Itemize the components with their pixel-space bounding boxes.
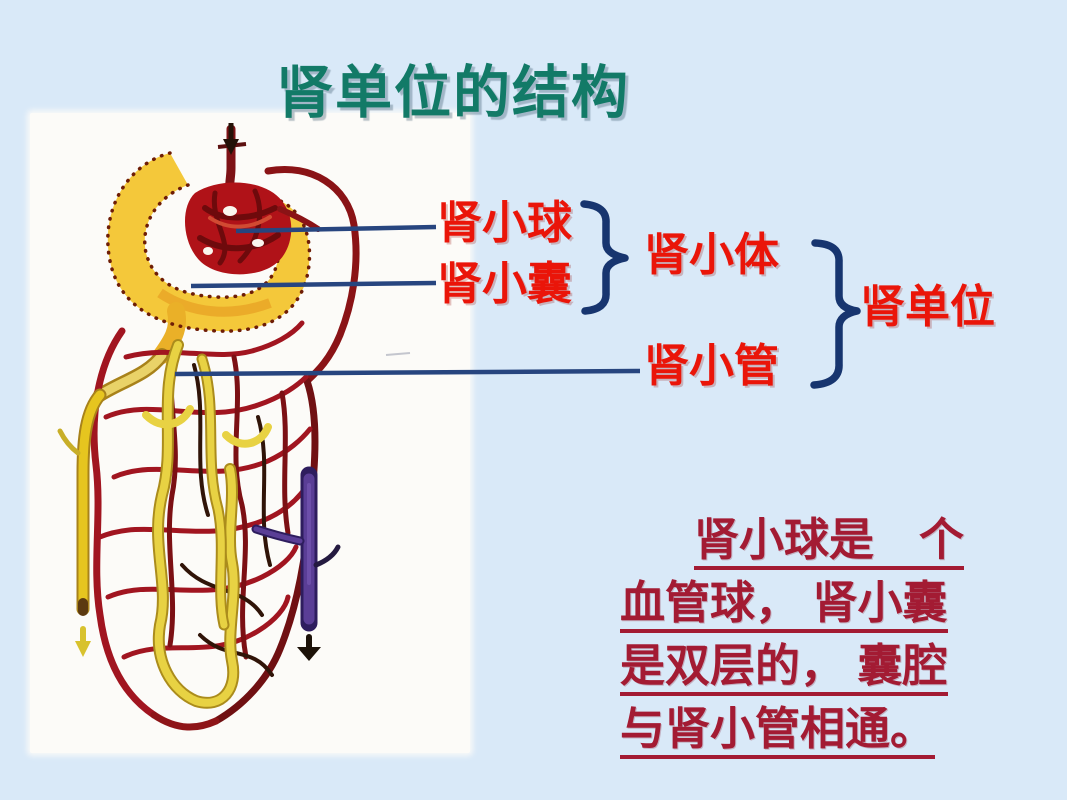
note-line-2: 血管球， 肾小囊 — [620, 580, 948, 633]
brace-corpuscle-icon — [580, 200, 629, 315]
label-corpuscle: 肾小体 — [644, 229, 780, 280]
down-arrow-icon — [223, 139, 239, 155]
faint-dash — [385, 352, 411, 356]
nephron-illustration — [57, 123, 411, 731]
page-title: 肾单位的结构 — [276, 61, 630, 125]
diagram-panel — [30, 113, 470, 753]
label-tubule: 肾小管 — [644, 340, 780, 391]
label-glomerulus: 肾小球 — [437, 197, 573, 248]
glomerulus-ball-icon — [184, 182, 292, 275]
label-nephron: 肾单位 — [860, 281, 996, 332]
collecting-duct-icon — [57, 388, 107, 657]
note-line-3: 是双层的， 囊腔 — [620, 643, 948, 696]
label-capsule: 肾小囊 — [437, 258, 573, 309]
renal-venule-icon — [251, 466, 341, 661]
note-paragraph: 肾小球是 个 血管球， 肾小囊 是双层的， 囊腔 与肾小管相通。 — [620, 514, 1020, 766]
brace-nephron-icon — [810, 239, 861, 389]
note-line-4: 与肾小管相通。 — [620, 706, 936, 759]
down-arrow-icon — [75, 641, 91, 657]
henle-loop-icon — [142, 339, 272, 709]
note-line-1: 肾小球是 个 — [694, 517, 965, 570]
down-arrow-icon — [297, 647, 321, 661]
